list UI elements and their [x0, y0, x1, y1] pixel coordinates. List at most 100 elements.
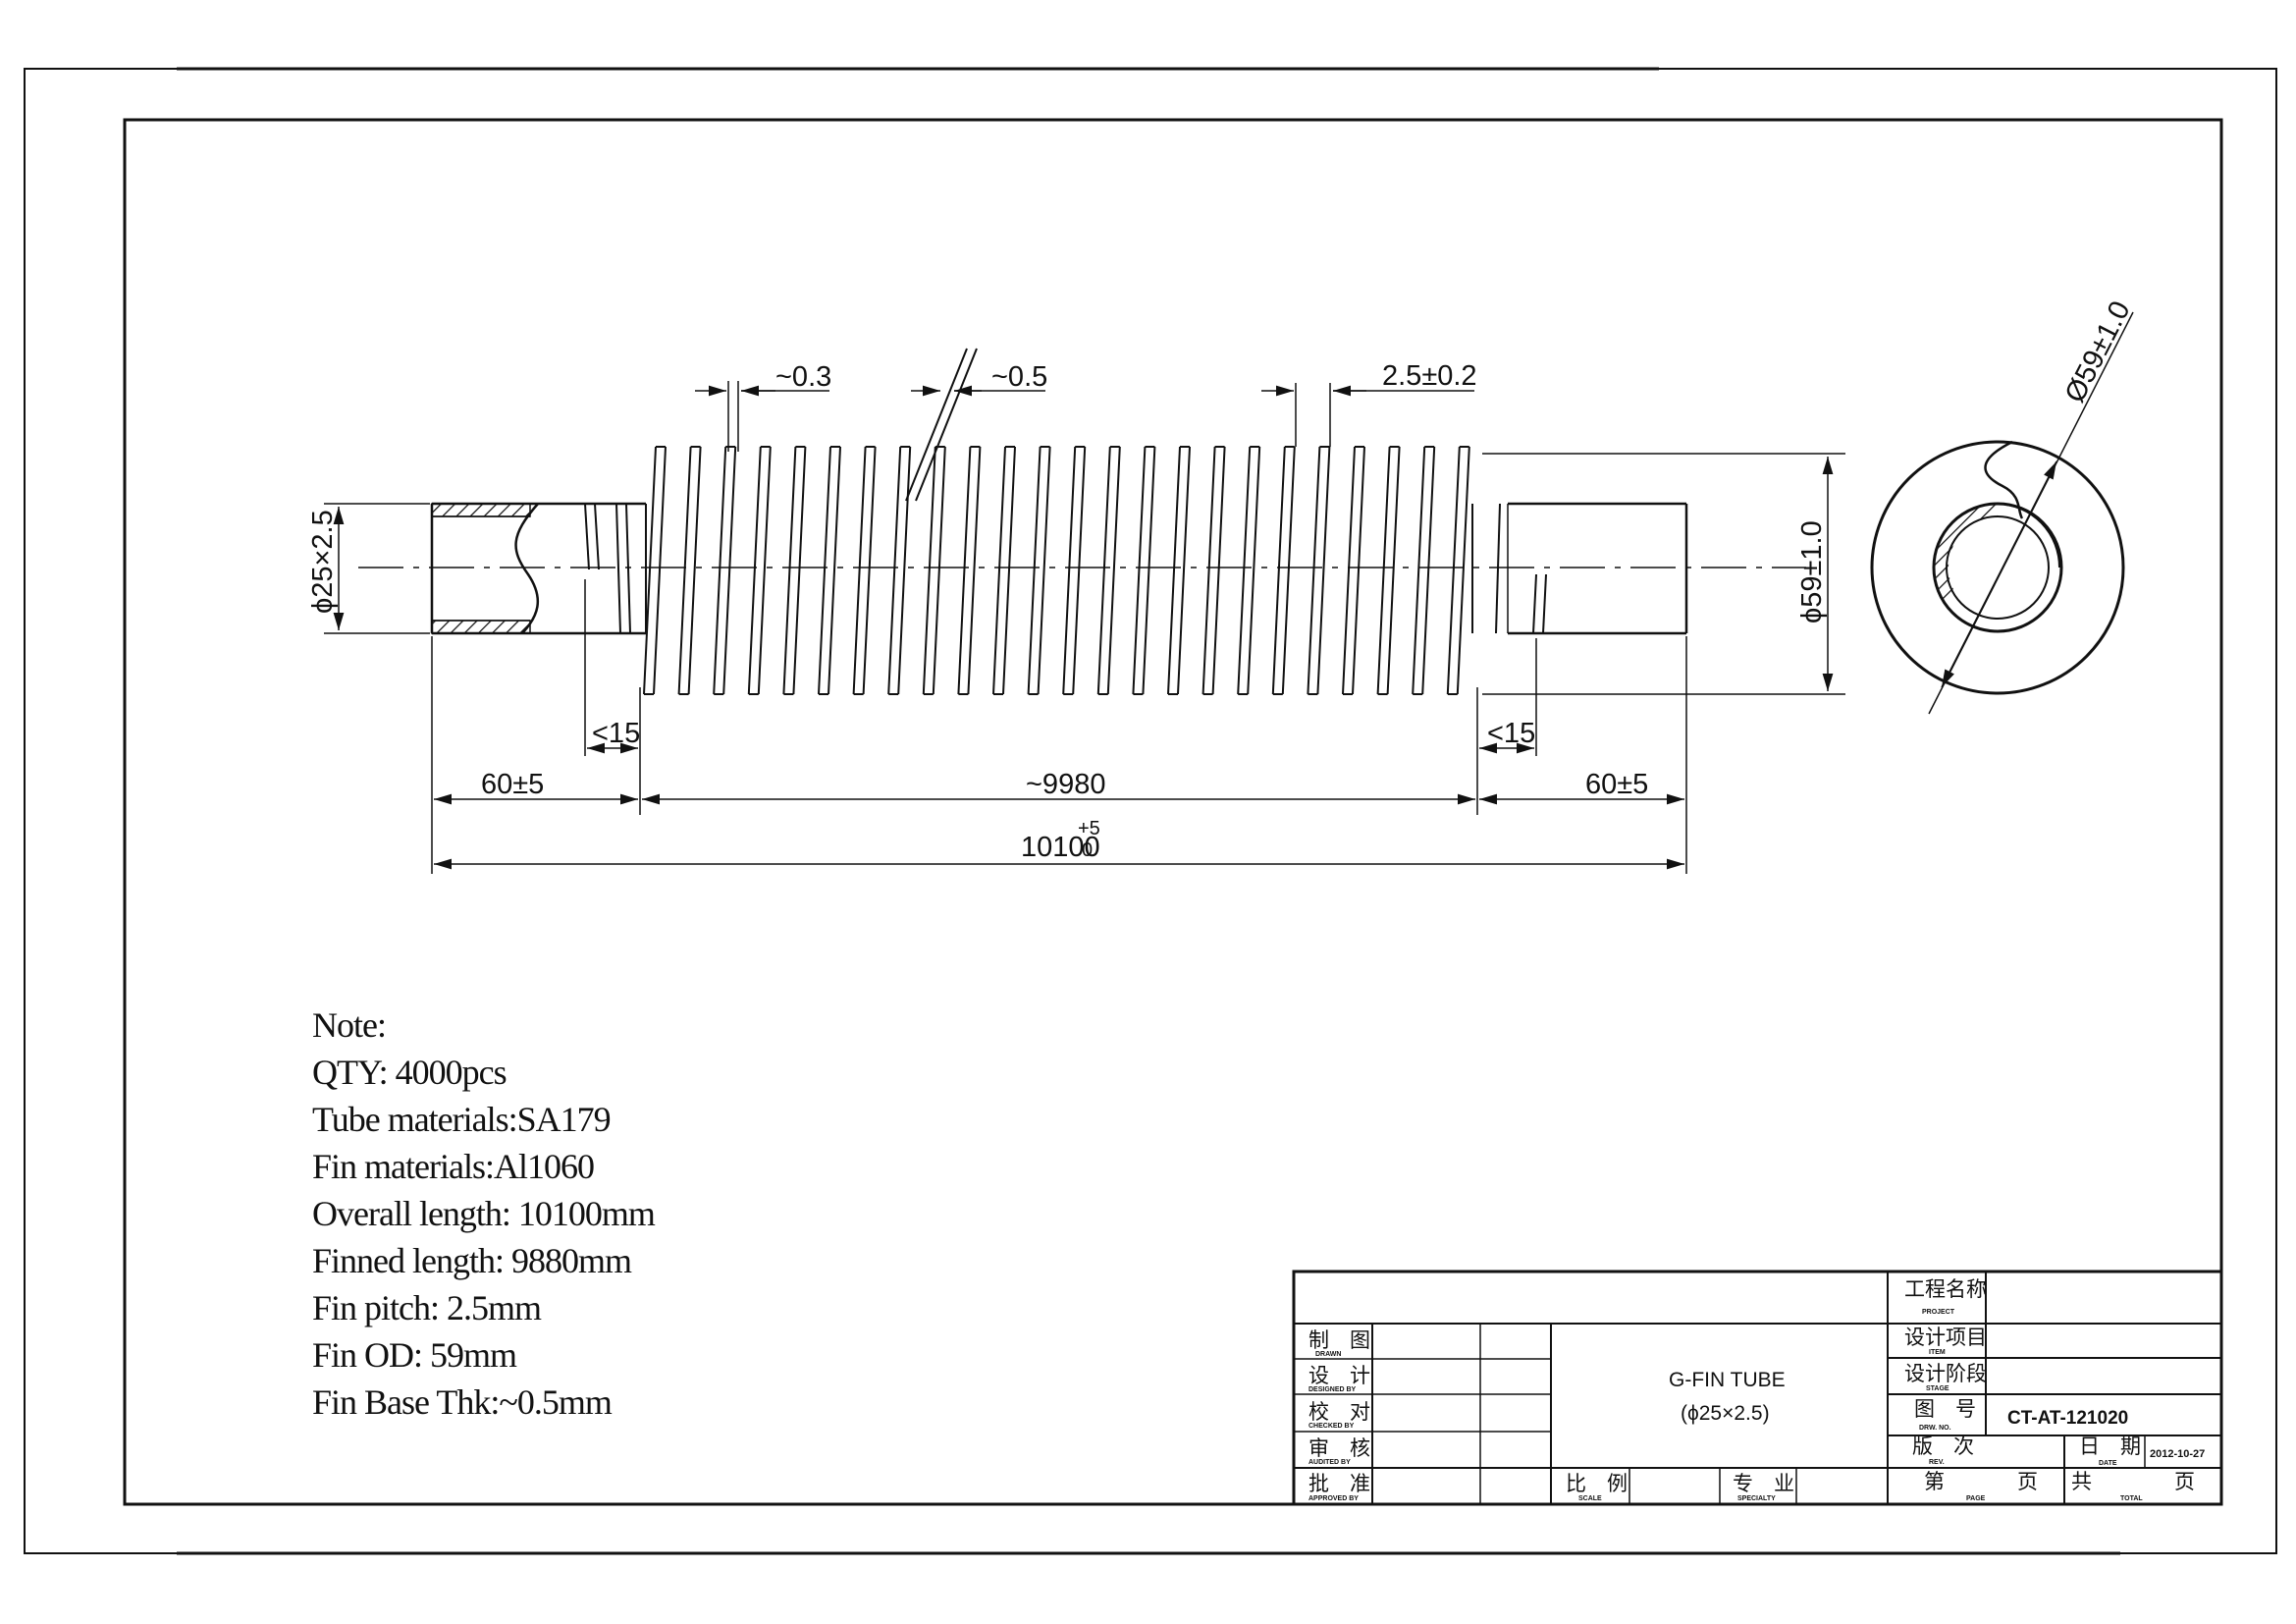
- fin-edge: [1421, 446, 1436, 695]
- row-approved-en: APPROVED BY: [1308, 1495, 1359, 1502]
- fin-edge: [957, 446, 972, 695]
- fin-edge: [1412, 446, 1426, 695]
- fin-edge: [1446, 446, 1461, 695]
- note-fin-base-thk: Fin Base Thk:~0.5mm: [312, 1382, 613, 1422]
- row-drawn-cn: 制 图: [1308, 1329, 1370, 1352]
- drawing-title-line1: G-FIN TUBE: [1669, 1369, 1786, 1391]
- sheet-border: [24, 67, 2277, 1555]
- fin-edge: [792, 446, 807, 695]
- tube-front-view: [358, 502, 1806, 635]
- dim-fin-od-end: Ø59±1.0: [2059, 297, 2137, 407]
- fin-edge: [1237, 446, 1252, 695]
- row-checked-en: CHECKED BY: [1308, 1423, 1355, 1430]
- title-block: [1292, 1270, 2223, 1506]
- dim-pitch: 2.5±0.2: [1382, 360, 1477, 392]
- dim-right-gap: <15: [1487, 718, 1535, 749]
- note-qty: QTY: 4000pcs: [312, 1053, 507, 1092]
- total-cn2: 页: [2174, 1471, 2195, 1493]
- fin-edge: [713, 446, 727, 695]
- label-rev-cn: 版 次: [1912, 1435, 1974, 1458]
- fin-edge: [1376, 446, 1391, 695]
- label-drwno-cn: 图 号: [1914, 1398, 1976, 1421]
- fin-edge: [1132, 446, 1147, 695]
- label-stage-en: STAGE: [1926, 1385, 1949, 1392]
- label-project-en: PROJECT: [1922, 1309, 1955, 1316]
- specialty-en: SPECIALTY: [1737, 1495, 1776, 1502]
- dim-left-end: 60±5: [481, 769, 544, 800]
- date-en: DATE: [2099, 1460, 2117, 1467]
- notes-heading: Note:: [312, 1005, 387, 1045]
- row-designed-cn: 设 计: [1308, 1365, 1370, 1387]
- fin-edge: [687, 446, 702, 695]
- scale-en: SCALE: [1578, 1495, 1602, 1502]
- fin-edge: [653, 446, 667, 695]
- section-leader: [905, 348, 978, 502]
- total-cn: 共: [2071, 1471, 2092, 1493]
- row-audited-en: AUDITED BY: [1308, 1459, 1351, 1466]
- fin-edge: [643, 446, 657, 695]
- fin-edge: [722, 446, 737, 695]
- fin-edge: [747, 446, 762, 695]
- fin-edge: [992, 446, 1006, 695]
- page-cn: 第: [1924, 1471, 1945, 1493]
- title-block-texts: 制 图 DRAWN 设 计 DESIGNED BY 校 对 CHECKED BY…: [1308, 1278, 2205, 1502]
- helical-fins: [643, 446, 1470, 695]
- dim-fin-base: ~0.5: [991, 361, 1047, 393]
- dim-overall: 10100: [1021, 832, 1100, 863]
- note-finned-length: Finned length: 9880mm: [312, 1241, 632, 1280]
- fin-edge: [1342, 446, 1356, 695]
- dim-fin-od: ϕ59±1.0: [1796, 520, 1828, 623]
- label-project-cn: 工程名称: [1904, 1278, 1987, 1301]
- fin-edge: [1281, 446, 1296, 695]
- fin-edge: [1352, 446, 1365, 695]
- row-designed-en: DESIGNED BY: [1308, 1386, 1357, 1393]
- fin-edge: [828, 446, 841, 695]
- drawing-title-line2: (ϕ25×2.5): [1681, 1402, 1770, 1425]
- fin-edge: [862, 446, 877, 695]
- note-fin-material: Fin materials:Al1060: [312, 1147, 595, 1186]
- row-checked-cn: 校 对: [1308, 1401, 1370, 1424]
- row-drawn-en: DRAWN: [1315, 1351, 1341, 1358]
- label-item-cn: 设计项目: [1904, 1326, 1987, 1349]
- note-overall-length: Overall length: 10100mm: [312, 1194, 656, 1233]
- date-cn: 日 期: [2079, 1435, 2141, 1458]
- dim-overall-tol-lower: 0: [1082, 839, 1093, 861]
- label-item-en: ITEM: [1929, 1349, 1946, 1356]
- fin-edge: [757, 446, 772, 695]
- fin-edge: [1142, 446, 1156, 695]
- fin-edge: [1002, 446, 1016, 695]
- title-block-left-rows: 制 图 DRAWN 设 计 DESIGNED BY 校 对 CHECKED BY…: [1308, 1329, 1370, 1502]
- date-value: 2012-10-27: [2150, 1448, 2205, 1460]
- label-drwno-en: DRW. NO.: [1919, 1425, 1951, 1432]
- fin-edge: [897, 446, 912, 695]
- fin-edge: [1247, 446, 1261, 695]
- fin-edge: [1386, 446, 1401, 695]
- page-en: PAGE: [1966, 1495, 1986, 1502]
- fin-edge: [1072, 446, 1087, 695]
- specialty-cn: 专 业: [1733, 1473, 1794, 1495]
- fin-edge: [1062, 446, 1077, 695]
- drawing-number: CT-AT-121020: [2007, 1408, 2128, 1429]
- total-en: TOTAL: [2120, 1495, 2143, 1502]
- fin-edge: [677, 446, 692, 695]
- fin-edge: [1307, 446, 1321, 695]
- fin-edge: [1167, 446, 1181, 695]
- title-block-right-labels: 工程名称 PROJECT 设计项目 ITEM 设计阶段 STAGE 图 号 DR…: [1904, 1278, 1987, 1466]
- notes-block: Note: QTY: 4000pcs Tube materials:SA179 …: [312, 1001, 656, 1426]
- note-fin-od: Fin OD: 59mm: [312, 1335, 517, 1375]
- dim-finned: ~9980: [1026, 769, 1105, 800]
- dimension-texts: ~0.3 ~0.5 2.5±0.2 ϕ25×2.5 ϕ59±1.0 Ø59±1.…: [307, 297, 2137, 863]
- fin-edge: [1201, 446, 1216, 695]
- fin-edge: [1316, 446, 1331, 695]
- scale-cn: 比 例: [1566, 1473, 1628, 1495]
- fin-edge: [1106, 446, 1121, 695]
- fin-edge: [932, 446, 946, 695]
- dim-fin-thickness: ~0.3: [775, 361, 831, 393]
- note-tube-material: Tube materials:SA179: [312, 1100, 612, 1139]
- fin-edge: [1177, 446, 1191, 695]
- dim-tube-dia: ϕ25×2.5: [307, 510, 339, 614]
- fin-edge: [922, 446, 936, 695]
- dimension-lines: [324, 381, 1845, 874]
- dim-overall-tol-upper: +5: [1078, 818, 1100, 839]
